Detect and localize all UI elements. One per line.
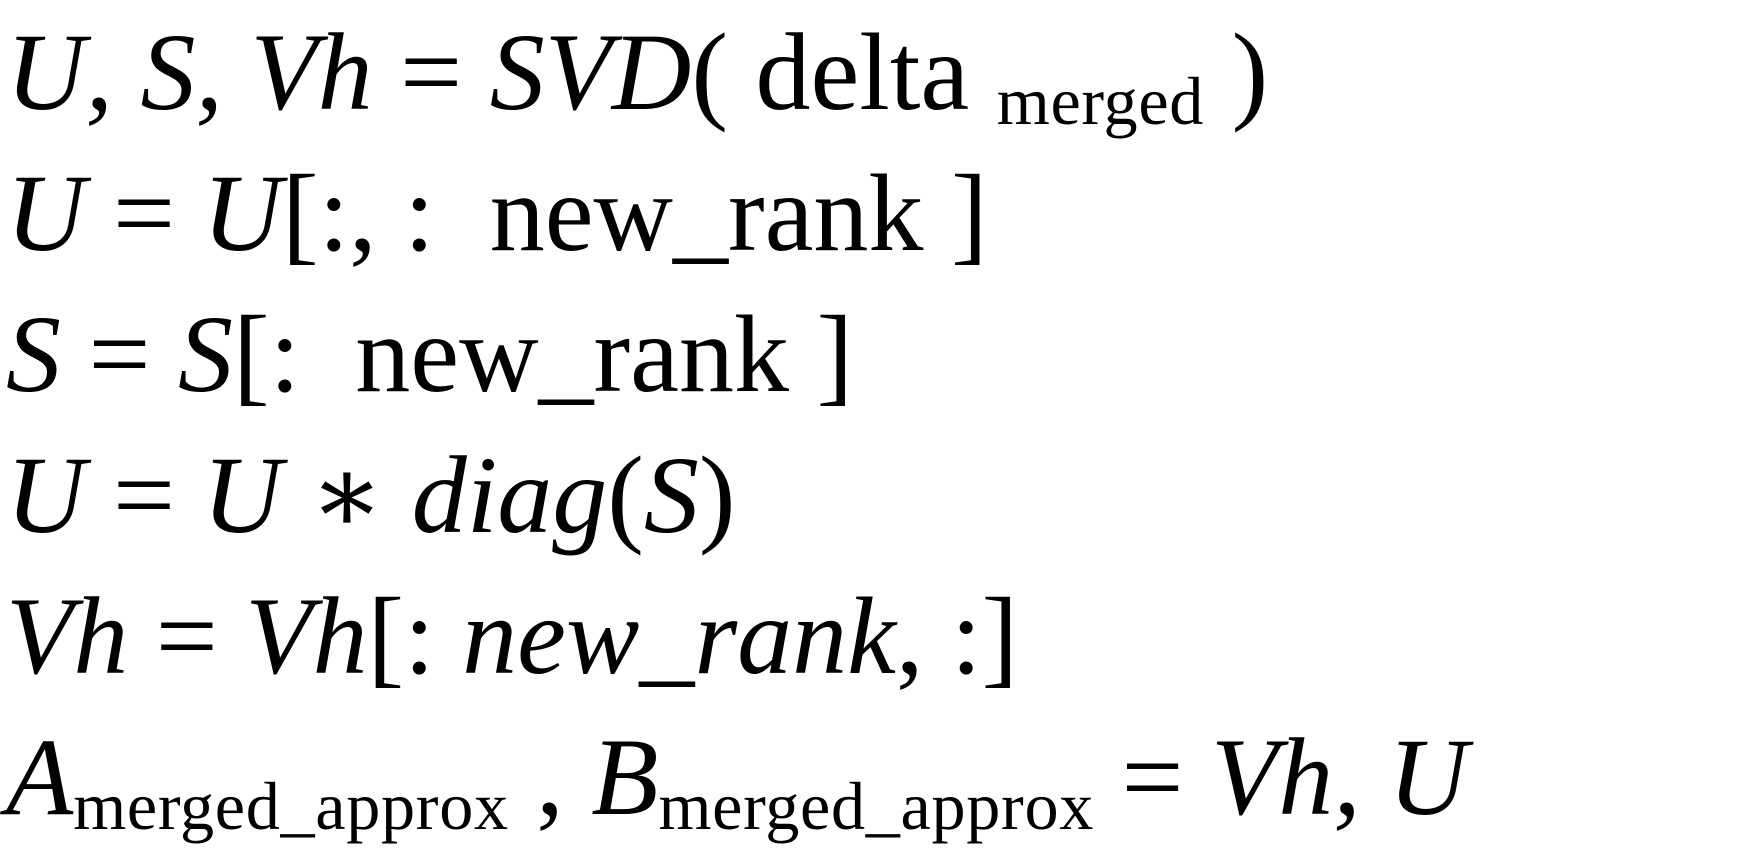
math-segment: ∗: [281, 434, 412, 556]
math-segment: ): [1204, 11, 1269, 133]
math-segment: (: [607, 434, 644, 556]
math-segment: [:: [233, 293, 356, 415]
math-segment: =: [1094, 716, 1212, 838]
equation-line-s-slice: S = S[: new_rank ]: [6, 284, 1762, 425]
math-segment: ): [698, 434, 736, 556]
math-segment: U: [6, 434, 86, 556]
math-segment: [:, :: [281, 152, 490, 274]
subscript-text: merged_approx: [658, 768, 1094, 844]
subscript-text: merged_approx: [73, 768, 509, 844]
subscript-text: merged: [996, 63, 1205, 139]
math-segment: S: [6, 293, 61, 415]
math-segment: =: [372, 11, 490, 133]
math-segment: ]: [923, 152, 988, 274]
math-segment: U: [202, 152, 282, 274]
math-segment: Vh, U: [1211, 716, 1468, 838]
math-segment: S: [643, 434, 699, 556]
math-segment: ( delta: [691, 11, 997, 133]
math-segment: Vh: [245, 575, 368, 697]
math-segment: [:: [367, 575, 463, 697]
math-segment: =: [61, 293, 179, 415]
math-segment: new_rank: [462, 575, 896, 697]
math-segment: =: [128, 575, 246, 697]
math-segment: , :]: [895, 575, 1019, 697]
math-segment: new_rank: [489, 152, 924, 274]
math-segment: S: [178, 293, 234, 415]
math-segment: A: [6, 716, 74, 838]
equation-line-ab-merged-approx-assignment: Amerged_approx , Bmerged_approx = Vh, U: [6, 707, 1762, 848]
equation-line-u-column-slice: U = U[:, : new_rank ]: [6, 143, 1762, 284]
math-segment: U: [6, 152, 86, 274]
math-segment: diag: [411, 434, 608, 556]
math-segment: ]: [788, 293, 854, 415]
math-segment: SVD: [489, 11, 692, 133]
math-segment: new_rank: [355, 293, 789, 415]
math-segment: ,: [508, 716, 592, 838]
math-segment: =: [85, 434, 203, 556]
math-segment: U: [202, 434, 282, 556]
equation-line-svd-decomposition: U, S, Vh = SVD( delta merged ): [6, 2, 1762, 143]
math-segment: B: [591, 716, 659, 838]
math-segment: U, S, Vh: [6, 11, 373, 133]
math-segment: =: [85, 152, 203, 274]
math-segment: Vh: [6, 575, 129, 697]
equation-line-vh-row-slice: Vh = Vh[: new_rank, :]: [6, 566, 1762, 707]
equation-line-u-scale-by-diag-s: U = U ∗ diag(S): [6, 425, 1762, 566]
